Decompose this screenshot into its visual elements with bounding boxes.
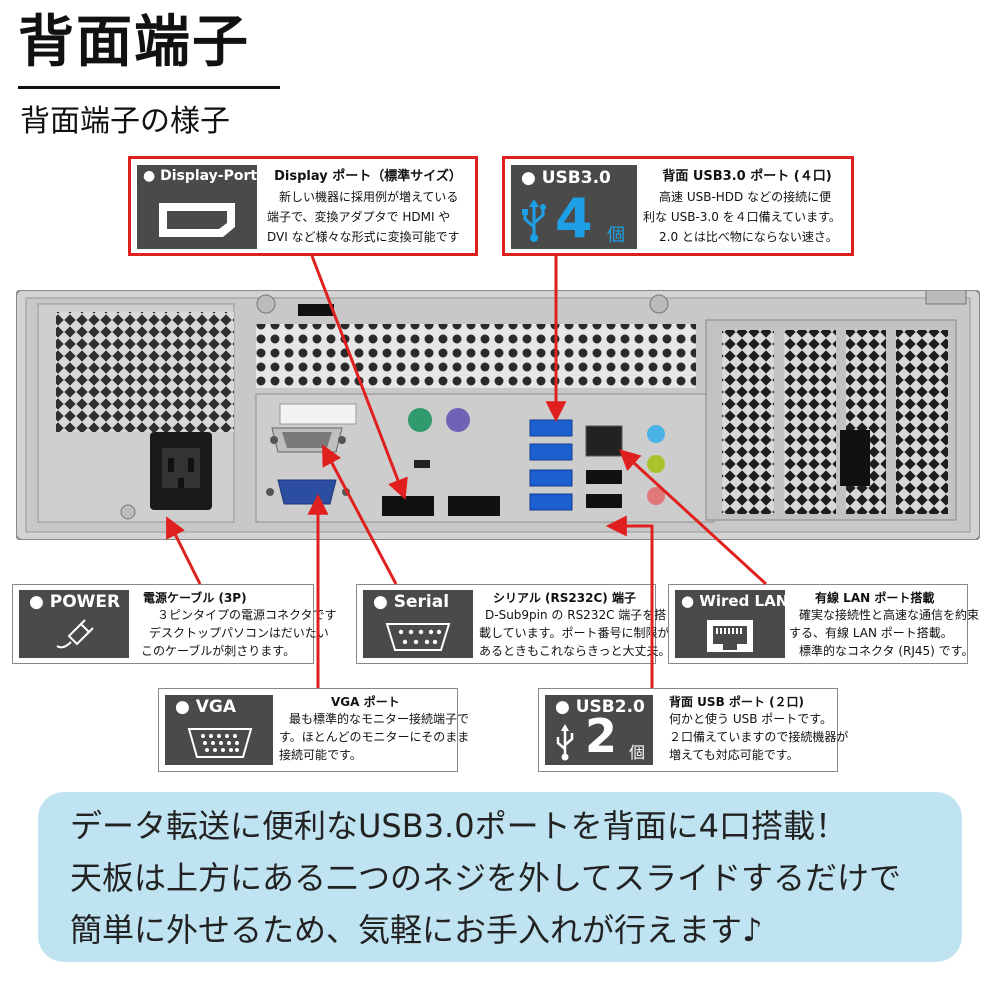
wired-lan-tile-label: ● Wired LAN	[681, 592, 789, 610]
usb2-count-unit: 個	[629, 743, 646, 762]
wired-lan-line-3: 標準的なコネクタ (RJ45) です。	[799, 644, 974, 658]
usb2-line-1: 何かと使う USB ポートです。	[669, 712, 833, 726]
usb3-count-unit: 個	[607, 225, 625, 246]
wired-lan-line-2: する、有線 LAN ポート搭載。	[789, 626, 953, 640]
power-line-2: デスクトップパソコンはだいたい	[149, 626, 329, 640]
callout-serial: ● Serial シリアル (RS232C) 端子 D-Sub9pin の RS…	[356, 584, 671, 664]
usb-icon	[522, 199, 546, 242]
wired-lan-line-1: 確実な接続性と高速な通信を約束	[799, 608, 980, 622]
usb3-line-2: 利な USB-3.0 を４口備えています。	[643, 210, 841, 224]
usb3-tile: ● USB3.0 4 個	[511, 165, 637, 250]
usb2-tile-label: ● USB2.0	[555, 697, 645, 717]
usb2-title: 背面 USB ポート (２口)	[669, 695, 805, 709]
display-port-icon	[159, 203, 235, 237]
callout-vga: ● VGA VGA ポート 最も標準的なモニター接続端子で す。ほとんどのモニタ…	[158, 688, 469, 772]
serial-title: シリアル (RS232C) 端子	[493, 591, 636, 605]
usb2-line-2: ２口備えていますので接続機器が	[669, 730, 849, 744]
usb2-count: 2	[585, 709, 618, 763]
vga-line-3: 接続可能です。	[279, 748, 362, 762]
power-tile: ● POWER	[19, 590, 129, 658]
display-port-line-1: 新しい機器に採用例が増えている	[279, 190, 459, 204]
summary-line-3: 簡単に外せるため、気軽にお手入れが行えます♪	[70, 911, 763, 949]
usb3-count: 4	[555, 187, 593, 250]
callout-usb2: ● USB2.0 2 個 背面 USB ポート (２口) 何かと使う USB ポ…	[538, 688, 848, 772]
feature-summary-panel: データ転送に便利なUSB3.0ポートを背面に4口搭載！ 天板は上方にある二つのネ…	[38, 792, 962, 962]
callout-wired-lan: ● Wired LAN 有線 LAN ポート搭載 確実な接続性と高速な通信を約束…	[668, 584, 979, 664]
summary-line-2: 天板は上方にある二つのネジを外してスライドするだけで	[70, 859, 902, 897]
serial-line-3: あるときもこれならきっと大丈夫。	[479, 644, 671, 658]
display-port-tile: ● Display-Port	[137, 165, 257, 249]
power-title: 電源ケーブル (3P)	[143, 591, 247, 605]
serial-port-icon	[385, 623, 451, 651]
page-title: 背面端子	[18, 10, 250, 75]
usb3-ports	[529, 419, 573, 511]
wired-lan-tile: ● Wired LAN	[675, 590, 789, 658]
usb-icon	[556, 724, 574, 761]
vga-line-1: 最も標準的なモニター接続端子で	[289, 712, 470, 726]
power-line-1: ３ピンタイプの電源コネクタです	[157, 608, 337, 622]
usb3-title: 背面 USB3.0 ポート (４口)	[662, 169, 832, 184]
display-port-title: Display ポート（標準サイズ）	[274, 169, 462, 184]
usb3-line-3: 2.0 とは比べ物にならない速さ。	[659, 230, 838, 244]
power-tile-label: ● POWER	[29, 592, 121, 612]
vga-tile: ● VGA	[165, 695, 273, 765]
title-underline	[18, 86, 280, 89]
serial-tile: ● Serial	[363, 590, 473, 658]
usb2-tile: ● USB2.0 2 個	[545, 695, 653, 765]
vga-port-icon	[187, 728, 253, 758]
serial-tile-label: ● Serial	[373, 592, 450, 612]
callout-display-port: ● Display-Port Display ポート（標準サイズ） 新しい機器に…	[128, 156, 478, 256]
vga-title: VGA ポート	[331, 695, 400, 709]
display-port-tile-label: ● Display-Port	[143, 168, 258, 184]
power-line-3: このケーブルが刺さります。	[141, 644, 296, 658]
psu-section	[37, 303, 235, 523]
serial-line-1: D-Sub9pin の RS232C 端子を搭	[485, 608, 667, 622]
pc-rear-panel	[16, 290, 980, 540]
serial-port	[270, 427, 346, 453]
power-plug-icon	[56, 619, 94, 649]
vga-line-2: す。ほとんどのモニターにそのまま	[279, 730, 470, 744]
page-subtitle: 背面端子の様子	[20, 104, 230, 139]
wired-lan-title: 有線 LAN ポート搭載	[815, 591, 935, 605]
display-port-line-2: 端子で、変換アダプタで HDMI や	[267, 210, 451, 224]
display-port-line-3: DVI など様々な形式に変換可能です	[267, 230, 460, 244]
callout-usb3: ● USB3.0 4 個 背面 USB3.0 ポート (４口) 高速 USB-H…	[502, 156, 854, 256]
serial-line-2: 載しています。ポート番号に制限が	[479, 626, 670, 640]
lan-port-icon	[707, 620, 753, 652]
usb2-line-3: 増えても対応可能です。	[669, 748, 799, 762]
callout-power: ● POWER 電源ケーブル (3P) ３ピンタイプの電源コネクタです デスクト…	[12, 584, 337, 664]
usb3-line-1: 高速 USB-HDD などの接続に便	[659, 190, 832, 204]
summary-line-1: データ転送に便利なUSB3.0ポートを背面に4口搭載！	[70, 807, 847, 845]
usb3-tile-label: ● USB3.0	[521, 168, 611, 188]
vga-tile-label: ● VGA	[175, 697, 237, 717]
